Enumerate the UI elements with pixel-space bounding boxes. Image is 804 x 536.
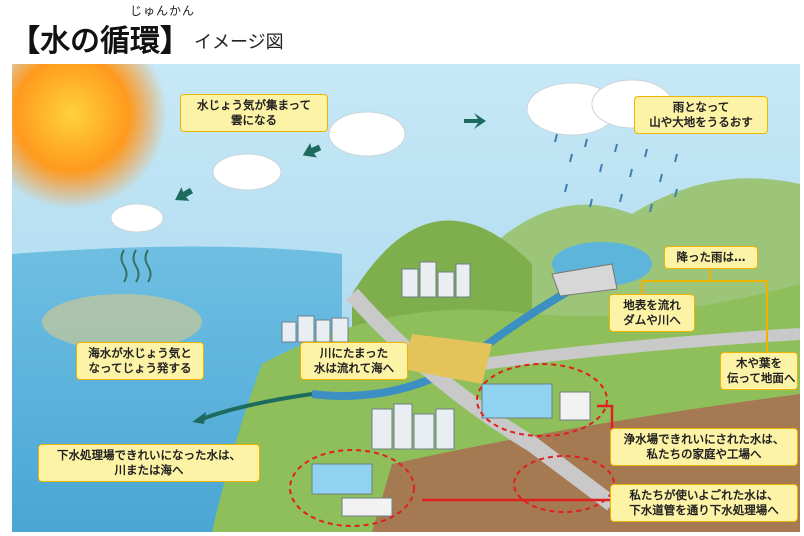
label-line: 私たちの家庭や工場へ bbox=[646, 447, 762, 461]
label-line: 木や葉を bbox=[736, 356, 782, 370]
label-sewage-plant: 下水処理場できれいになった水は、 川または海へ bbox=[38, 444, 260, 482]
label-line: 浄水場できれいにされた水は、 bbox=[623, 432, 785, 446]
label-trees: 木や葉を 伝って地面へ bbox=[720, 352, 798, 390]
title-block: じゅんかん 【水の循環】 イメージ図 bbox=[10, 2, 410, 62]
cycle-arrows bbox=[175, 113, 486, 201]
page-subtitle: イメージ図 bbox=[194, 32, 284, 53]
label-evaporate-cloud: 水じょう気が集まって 雲になる bbox=[180, 94, 328, 132]
road bbox=[346, 288, 617, 511]
label-line: 川にたまった bbox=[319, 346, 389, 360]
label-line: 水じょう気が集まって bbox=[197, 98, 311, 112]
rice-field bbox=[402, 334, 492, 384]
label-water-plant: 浄水場できれいにされた水は、 私たちの家庭や工場へ bbox=[610, 428, 798, 466]
label-sea-evaporate: 海水が水じょう気と なってじょう発する bbox=[76, 342, 204, 380]
dam bbox=[551, 263, 618, 297]
label-line: 雲になる bbox=[231, 113, 277, 127]
purification-building bbox=[559, 391, 591, 421]
label-used-water: 私たちが使いよごれた水は、 下水道管を通り下水処理場へ bbox=[610, 484, 798, 522]
flow-to-sea-arrow bbox=[201, 392, 313, 421]
sun-icon bbox=[0, 19, 167, 209]
label-line: 下水道管を通り下水処理場へ bbox=[629, 503, 779, 517]
label-line: ダムや川へ bbox=[623, 313, 681, 327]
flow-arrowhead bbox=[192, 412, 206, 424]
label-river: 川にたまった 水は流れて海へ bbox=[300, 342, 408, 380]
page-title: 【水の循環】 bbox=[10, 24, 190, 59]
label-fallen-rain: 降った雨は… bbox=[664, 246, 758, 269]
evaporation-haze bbox=[42, 294, 202, 350]
sewage-treatment-plant bbox=[311, 463, 373, 495]
label-line: 下水処理場できれいになった水は、 bbox=[57, 448, 241, 462]
label-line: なってじょう発する bbox=[88, 361, 192, 375]
title-ruby: じゅんかん bbox=[130, 4, 196, 18]
rain-drops bbox=[554, 133, 678, 213]
label-line: 地表を流れ bbox=[623, 298, 681, 312]
label-line: 山や大地をうるおす bbox=[649, 115, 753, 129]
label-line: 私たちが使いよごれた水は、 bbox=[629, 488, 779, 502]
sewage-building bbox=[341, 497, 393, 517]
steam-icon bbox=[120, 249, 152, 283]
label-line: 雨となって bbox=[672, 100, 730, 114]
water-purification-plant bbox=[481, 383, 553, 419]
label-surface-flow: 地表を流れ ダムや川へ bbox=[609, 294, 695, 332]
purification-highlight bbox=[476, 363, 608, 437]
label-line: 海水が水じょう気と bbox=[88, 346, 192, 360]
label-line: 川または海へ bbox=[114, 463, 184, 477]
label-line: 降った雨は… bbox=[676, 250, 746, 264]
road-2 bbox=[481, 328, 801, 370]
label-line: 伝って地面へ bbox=[727, 371, 796, 385]
sewage-highlight bbox=[289, 449, 415, 527]
label-line: 水は流れて海へ bbox=[313, 361, 395, 375]
label-rain: 雨となって 山や大地をうるおす bbox=[634, 96, 768, 134]
water-cycle-illustration: 水じょう気が集まって 雲になる 雨となって 山や大地をうるおす 降った雨は… 地… bbox=[0, 19, 801, 532]
